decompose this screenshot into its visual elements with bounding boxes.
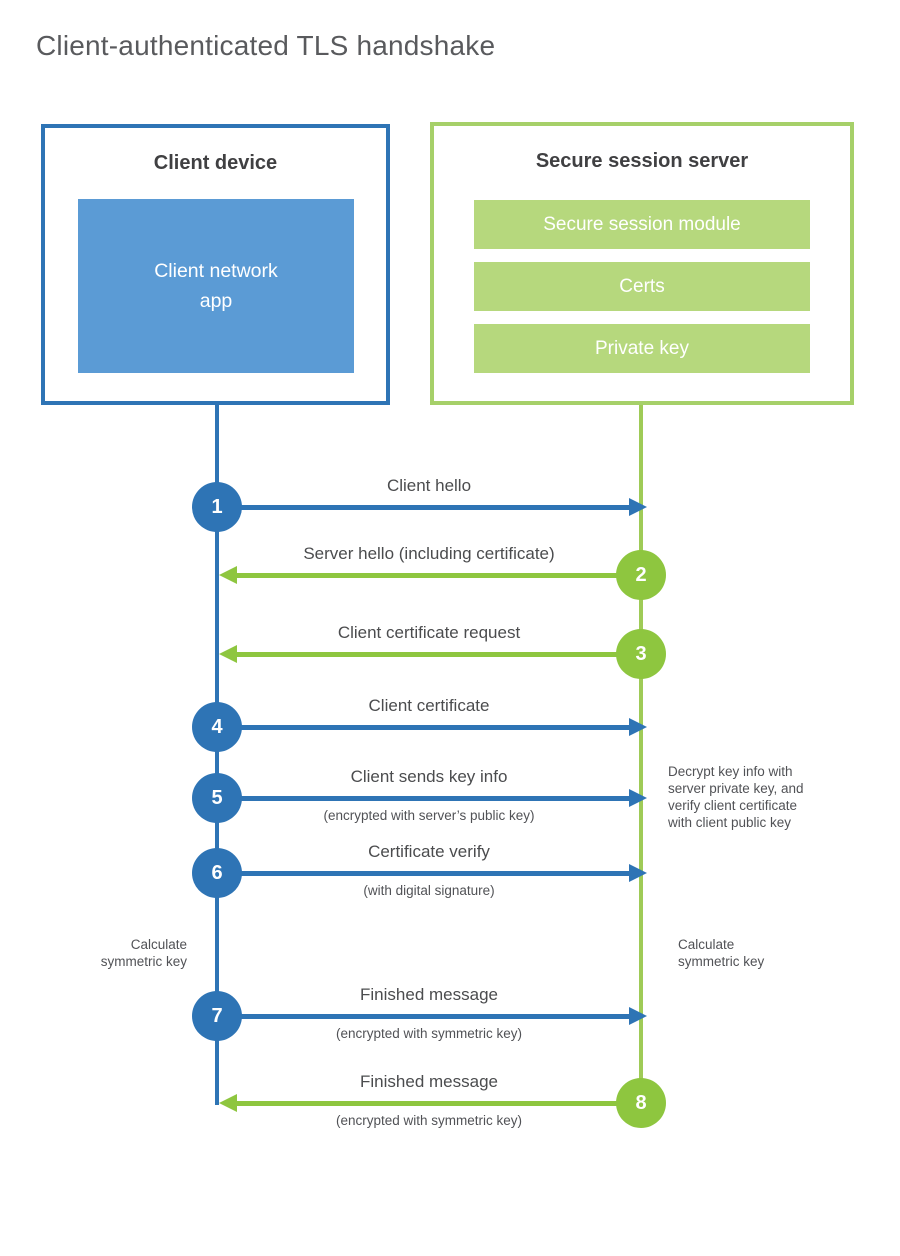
arrowhead-left-icon (219, 645, 237, 663)
note-line: server private key, and (668, 781, 804, 796)
step-circle-1: 1 (192, 482, 242, 532)
arrowhead-right-icon (629, 718, 647, 736)
message-arrow-line (237, 652, 641, 657)
message-sublabel: (encrypted with server’s public key) (323, 808, 535, 823)
arrowhead-right-icon (629, 864, 647, 882)
note-line: Calculate (130, 937, 187, 952)
message-arrow-line (217, 871, 629, 876)
message-label: Client certificate (368, 696, 490, 715)
message-arrow-line (217, 796, 629, 801)
page-title: Client-authenticated TLS handshake (36, 30, 496, 61)
message-label: Finished message (360, 985, 498, 1004)
client-network-app-box: Client network app (78, 199, 354, 373)
module-bar-certs: Certs (474, 262, 810, 311)
client-calculate-symmetric-key-note: Calculate symmetric key (57, 936, 187, 970)
arrowhead-left-icon (219, 1094, 237, 1112)
note-line: symmetric key (678, 954, 765, 969)
message-label: Server hello (including certificate) (303, 544, 555, 563)
message-arrow-line (217, 725, 629, 730)
step-circle-3: 3 (616, 629, 666, 679)
message-sublabel: (encrypted with symmetric key) (335, 1113, 523, 1128)
step-circle-6: 6 (192, 848, 242, 898)
arrowhead-left-icon (219, 566, 237, 584)
message-label: Client hello (386, 476, 472, 495)
arrowhead-right-icon (629, 789, 647, 807)
server-calculate-symmetric-key-note: Calculate symmetric key (678, 936, 818, 970)
secure-session-server-title: Secure session server (535, 150, 749, 172)
note-line: with client public key (668, 815, 792, 830)
note-line: symmetric key (100, 954, 187, 969)
message-label: Client certificate request (337, 623, 521, 642)
message-arrow-line (217, 1014, 629, 1019)
module-bar-private-key: Private key (474, 324, 810, 373)
step-circle-8: 8 (616, 1078, 666, 1128)
arrowhead-right-icon (629, 498, 647, 516)
message-label: Finished message (360, 1072, 498, 1091)
step-circle-7: 7 (192, 991, 242, 1041)
message-label: Client sends key info (350, 767, 508, 786)
server-lifeline (639, 405, 643, 1127)
message-label: Certificate verify (368, 842, 490, 861)
client-device-title: Client device (153, 152, 278, 174)
message-sublabel: (encrypted with symmetric key) (335, 1026, 523, 1041)
step-circle-2: 2 (616, 550, 666, 600)
step-circle-4: 4 (192, 702, 242, 752)
server-decrypt-note: Decrypt key info with server private key,… (668, 763, 843, 831)
message-arrow-line (237, 1101, 641, 1106)
client-lifeline (215, 405, 219, 1105)
note-line: verify client certificate (668, 798, 798, 813)
note-line: Client network (154, 259, 278, 282)
note-line: Calculate (678, 937, 735, 952)
message-arrow-line (217, 505, 629, 510)
arrowhead-right-icon (629, 1007, 647, 1025)
step-circle-5: 5 (192, 773, 242, 823)
note-line: Decrypt key info with (668, 764, 793, 779)
client-network-app-label: Client network app (154, 256, 278, 316)
message-arrow-line (237, 573, 641, 578)
note-line: app (199, 290, 233, 312)
message-sublabel: (with digital signature) (363, 883, 495, 898)
module-bar-secure-session-module: Secure session module (474, 200, 810, 249)
